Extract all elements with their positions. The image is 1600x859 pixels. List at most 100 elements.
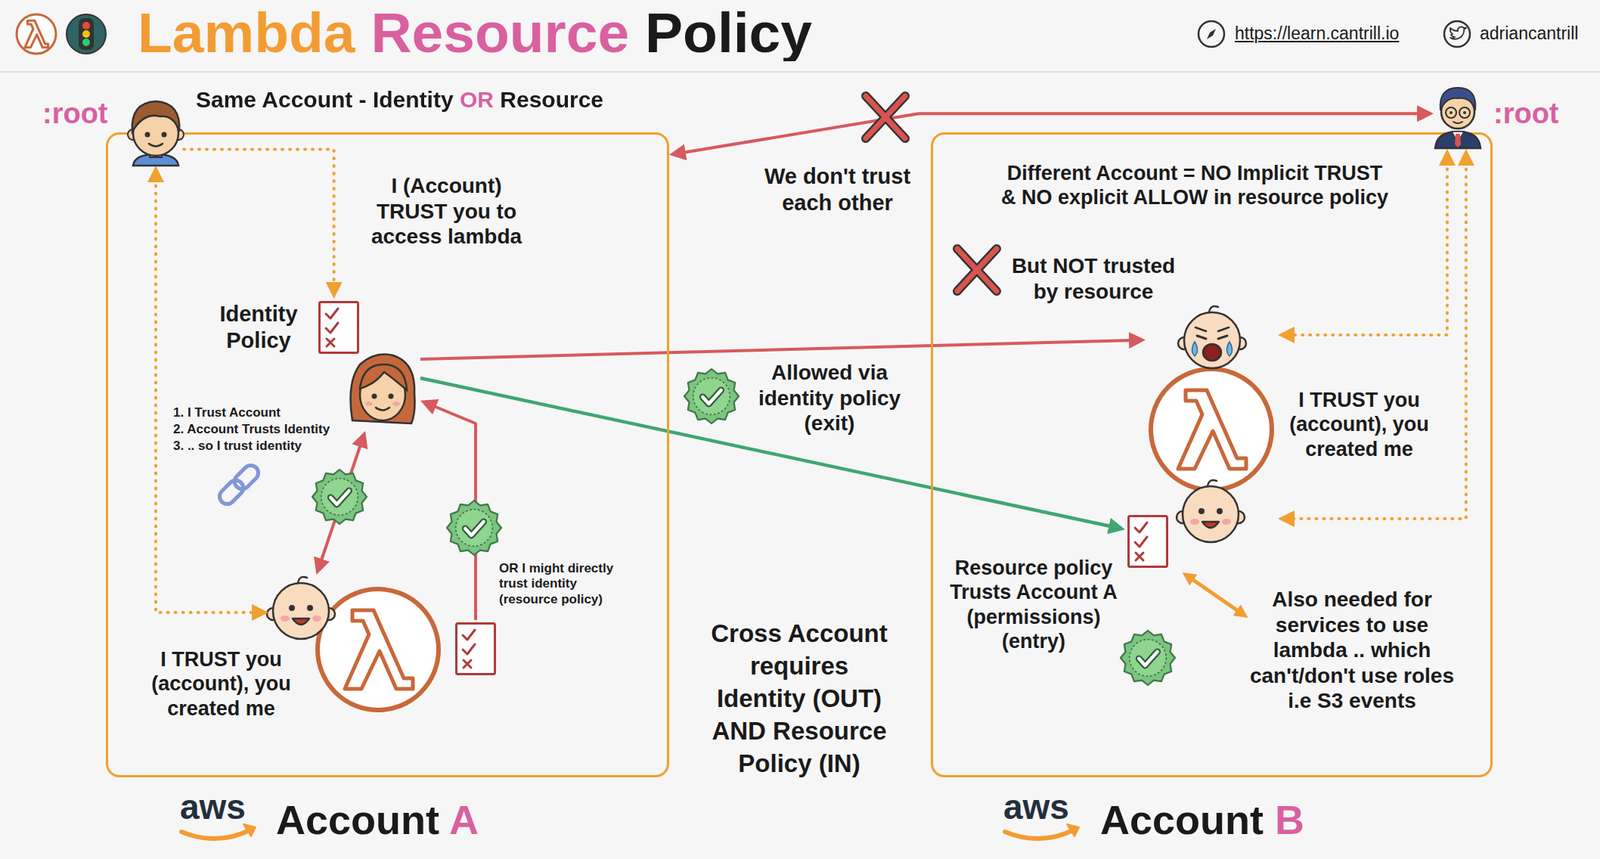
text-slot: aws [1003, 786, 1070, 828]
cross-mark [957, 248, 997, 292]
identity-policy-document [319, 302, 359, 354]
trust-note: I (Account) TRUST you to access lambda [361, 173, 532, 250]
compass-icon [1198, 21, 1225, 47]
trust-note: I TRUST you (account), you created me [1285, 387, 1433, 462]
cross-mark [865, 96, 906, 139]
note-text: Also needed for services to use lambda .… [1246, 586, 1458, 714]
check-badge [684, 368, 739, 424]
lambda-function: I TRUST you (account), you created me [1145, 302, 1278, 552]
connector [155, 170, 264, 613]
traffic-light-logo [82, 38, 90, 47]
text-slot: Identity Policy [205, 300, 312, 354]
check-badge [312, 469, 367, 525]
account-name: Account B [1100, 795, 1358, 845]
identity-figure [392, 401, 400, 407]
text-slot: aws [179, 786, 246, 828]
connector [183, 149, 335, 295]
lambda-logo [16, 14, 56, 54]
lambda-function: I TRUST you (account), you created me [268, 574, 447, 715]
summary-note: Cross Account requires Identity (OUT) AN… [704, 617, 894, 780]
check-badge [1120, 630, 1176, 686]
traffic-light-logo [82, 21, 90, 30]
identity-figure [350, 354, 416, 425]
cross-mark [865, 96, 906, 139]
identity-figure [375, 407, 390, 411]
lambda-logo [16, 14, 56, 54]
root-user-icon: :root [1433, 86, 1483, 149]
resource-policy-doc: OR I might directly trust identity (reso… [453, 620, 498, 677]
policy-label: Resource policy Trusts Account A (permis… [945, 555, 1123, 655]
traffic-light-logo [66, 14, 106, 54]
text-slot: We don't trust each other [756, 163, 919, 217]
text-slot: adriancantrill [1479, 23, 1579, 45]
root-user-icon: :root [127, 95, 184, 166]
traffic-light-logo [66, 14, 106, 54]
chain-icon [216, 462, 261, 507]
leader-arrow [1185, 574, 1245, 616]
account-name: Account A [275, 795, 534, 845]
root-label: :root [42, 96, 126, 132]
crying-baby [1178, 306, 1247, 369]
url-text: https://learn.cantrill.io [1234, 23, 1399, 45]
box-heading: Same Account - Identity OR Resource [195, 86, 680, 114]
trust-note: I TRUST you (account), you created me [143, 647, 299, 721]
resource-policy-doc: Resource policy Trusts Account A (permis… [1125, 512, 1171, 569]
trust-note: We don't trust each other [756, 163, 919, 217]
chain-icon [216, 477, 247, 508]
text-slot: :root [1493, 96, 1577, 132]
cross-mark [957, 248, 997, 292]
resource-policy-document [456, 623, 496, 675]
chain-icon [231, 462, 262, 493]
lambda-icon [317, 589, 439, 711]
node-icon [127, 95, 184, 166]
text-slot: Same Account - Identity OR Resource [195, 86, 680, 114]
text-slot: Cross Account requires Identity (OUT) AN… [704, 617, 894, 780]
cross-mark [957, 248, 997, 292]
text-slot: I (Account) TRUST you to access lambda [361, 173, 532, 250]
text-slot: Allowed via identity policy (exit) [753, 359, 906, 437]
aws-smile [181, 828, 253, 839]
identity-figure [350, 354, 416, 425]
edge-note: Allowed via identity policy (exit) [753, 359, 906, 437]
cross-mark [865, 96, 906, 139]
text-slot: https://learn.cantrill.io [1234, 23, 1399, 45]
aws-smile [1004, 828, 1076, 839]
logo-text: aws [179, 786, 246, 828]
lambda-baby [266, 576, 335, 639]
text-slot: 1. I Trust Account [173, 405, 281, 421]
account-boundary: Same Account - Identity OR ResourceAccou… [105, 132, 670, 778]
node-icon [127, 101, 184, 166]
root-label: :root [1493, 96, 1577, 132]
text-slot: Lambda Resource Policy [137, 4, 813, 62]
twitter-icon [1444, 21, 1470, 47]
social-handle: adriancantrill [1479, 23, 1579, 45]
text-slot: I TRUST you (account), you created me [1285, 387, 1433, 462]
node-icon [1433, 86, 1483, 149]
list-item: 3. .. so I trust identity [173, 438, 302, 454]
identity-figure [372, 393, 378, 400]
list-item: 1. I Trust Account [173, 405, 281, 421]
traffic-light-logo [82, 30, 90, 38]
lambda-logo [24, 20, 49, 47]
account-boundary: Account BI TRUST you (account), you crea… [930, 132, 1493, 778]
node-icon [1435, 87, 1481, 149]
compass-icon [1198, 21, 1225, 47]
note-text: Different Account = NO Implicit TRUST & … [997, 161, 1393, 211]
lambda-icon [1150, 368, 1272, 490]
twitter-icon [1444, 21, 1470, 47]
twitter-icon [1450, 27, 1467, 40]
text-slot: Account B [1100, 795, 1358, 845]
text-slot: Resource policy Trusts Account A (permis… [945, 555, 1123, 655]
compass-icon [1206, 28, 1216, 40]
identity-policy: Identity Policy [204, 298, 421, 432]
text-slot: OR I might directly trust identity (reso… [499, 561, 630, 608]
header-divider [0, 71, 1600, 73]
policy-note: OR I might directly trust identity (reso… [499, 561, 630, 608]
resource-policy-document [1128, 516, 1168, 568]
list-item: 2. Account Trusts Identity [173, 421, 330, 438]
text-slot: Different Account = NO Implicit TRUST & … [997, 161, 1393, 211]
text-slot: Account A [275, 795, 534, 845]
check-badge [446, 500, 502, 556]
text-slot: I TRUST you (account), you created me [143, 647, 299, 721]
